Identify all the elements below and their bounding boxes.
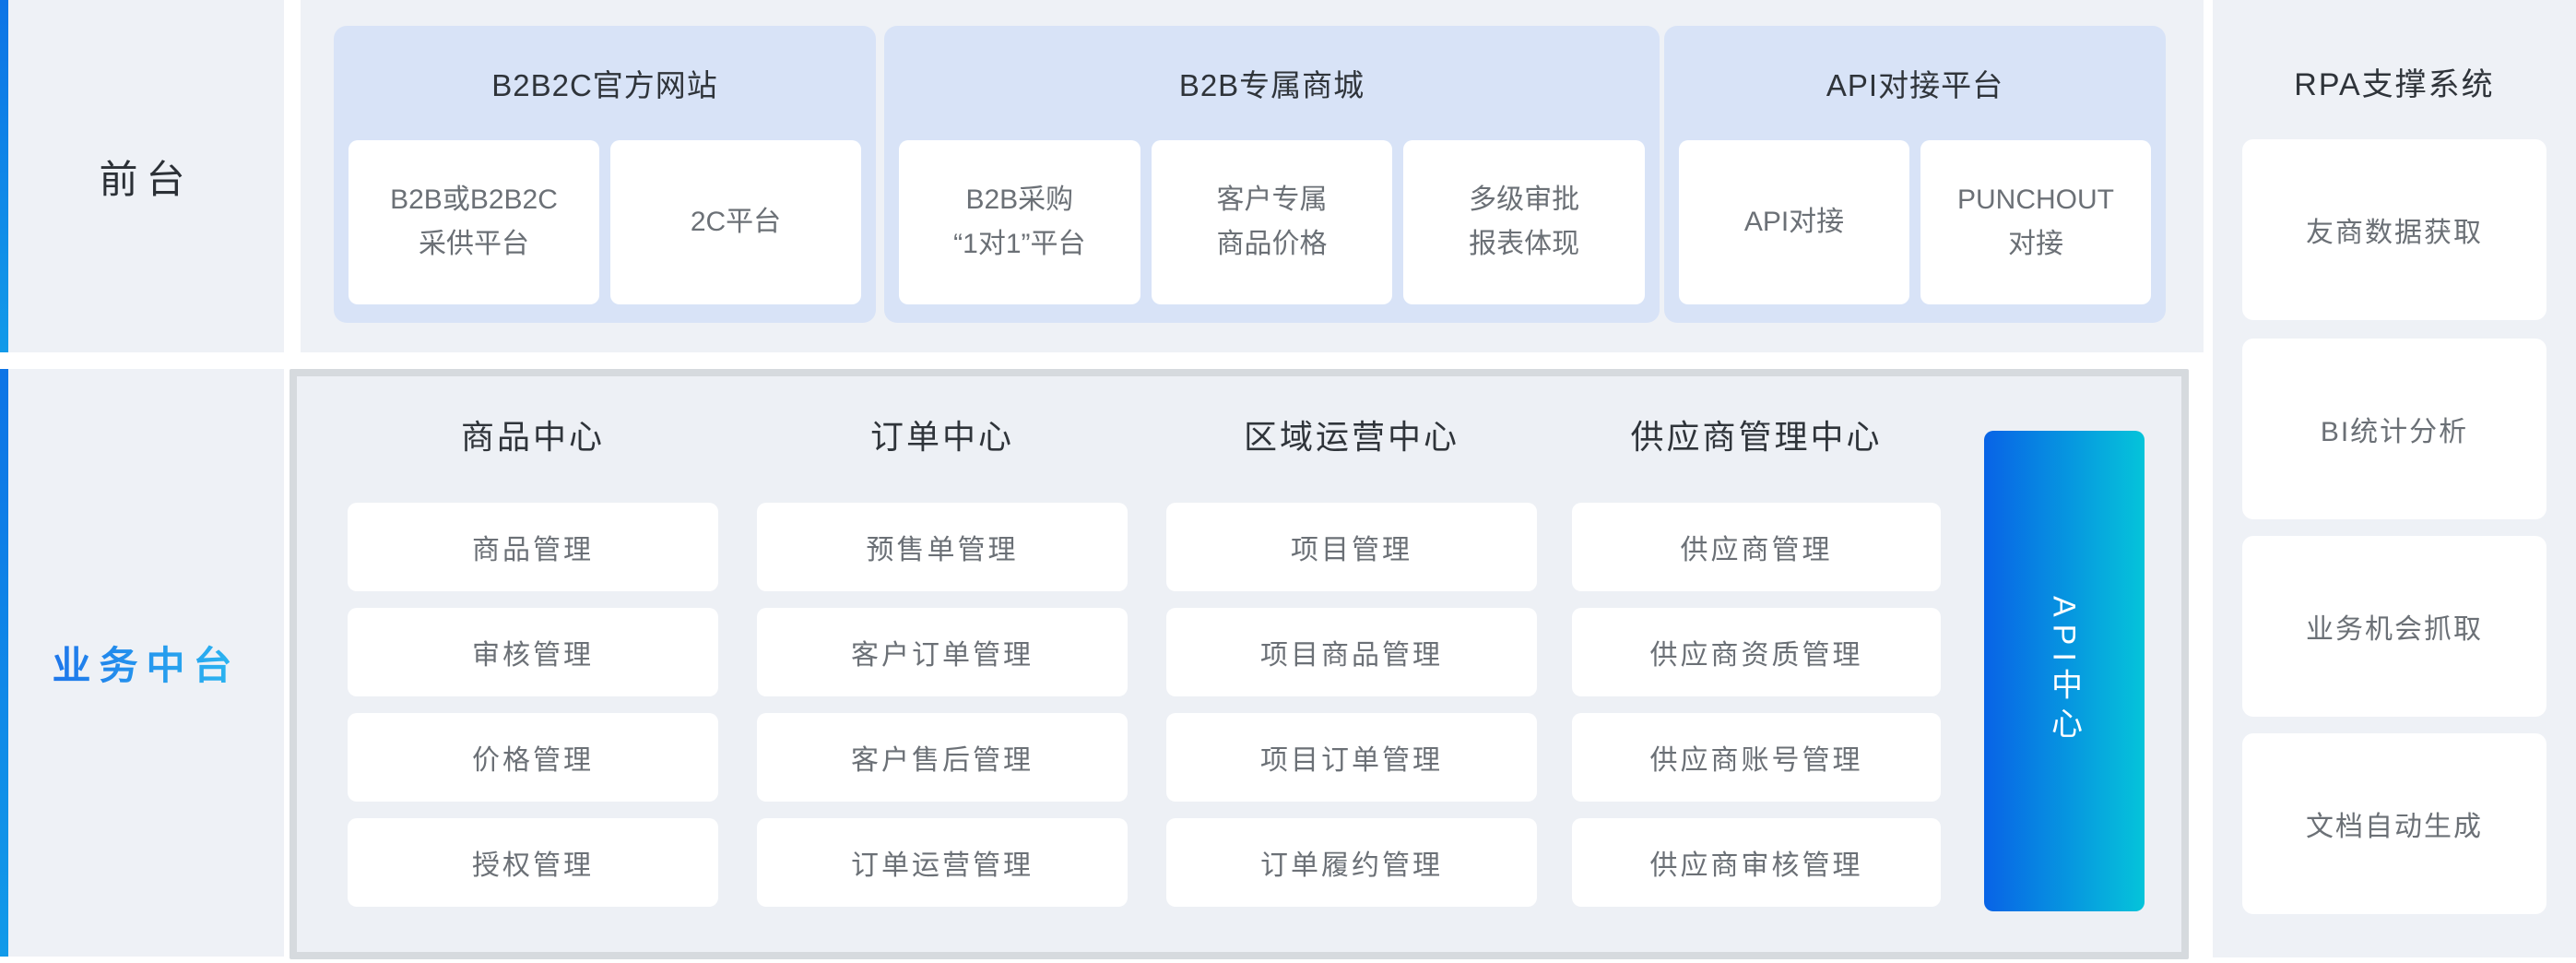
business-middle-rail-block: 业务中台 [0, 369, 284, 957]
section-title: API对接平台 [1826, 68, 2004, 102]
rpa-title: RPA支撑系统 [2294, 67, 2495, 102]
section-api-integration-platform: API对接平台 API对接 PUNCHOUT 对接 [1664, 26, 2166, 323]
column-supplier-management-center: 供应商管理中心 供应商管理 供应商资质管理 供应商账号管理 供应商审核管理 [1572, 376, 1941, 952]
business-middle-label: 业务中台 [8, 369, 284, 957]
column-order-center: 订单中心 预售单管理 客户订单管理 客户售后管理 订单运营管理 [757, 376, 1128, 952]
middle-card: 供应商审核管理 [1572, 818, 1941, 907]
front-item: PUNCHOUT 对接 [1920, 140, 2151, 304]
front-rail-accent-bar [0, 0, 8, 352]
column-title: 订单中心 [869, 418, 1014, 456]
front-item: B2B或B2B2C 采供平台 [349, 140, 599, 304]
section-items: B2B或B2B2C 采供平台 2C平台 [334, 140, 876, 304]
middle-card: 预售单管理 [757, 503, 1128, 591]
business-middle-area: 商品中心 商品管理 审核管理 价格管理 授权管理 订单中心 预售单管理 客户订单… [290, 369, 2189, 959]
middle-card: 供应商管理 [1572, 503, 1941, 591]
front-stage-area: B2B2C官方网站 B2B或B2B2C 采供平台 2C平台 B2B专属商城 B2… [301, 0, 2204, 352]
middle-card: 订单履约管理 [1166, 818, 1537, 907]
section-items: B2B采购 “1对1”平台 客户专属 商品价格 多级审批 报表体现 [884, 140, 1660, 304]
section-title: B2B2C官方网站 [491, 68, 718, 102]
section-b2b-exclusive-mall: B2B专属商城 B2B采购 “1对1”平台 客户专属 商品价格 多级审批 报表体… [884, 26, 1660, 323]
rpa-card: BI统计分析 [2242, 339, 2546, 519]
column-title: 区域运营中心 [1243, 418, 1459, 456]
middle-card: 项目商品管理 [1166, 608, 1537, 696]
front-stage-label: 前台 [99, 157, 194, 201]
column-product-center: 商品中心 商品管理 审核管理 价格管理 授权管理 [348, 376, 718, 952]
middle-rail-accent-bar [0, 369, 8, 957]
rpa-support-system-area: RPA支撑系统 友商数据获取 BI统计分析 业务机会抓取 文档自动生成 [2213, 0, 2576, 957]
middle-card: 客户售后管理 [757, 713, 1128, 802]
front-stage-rail-block: 前台 [0, 0, 284, 352]
column-title: 供应商管理中心 [1630, 418, 1883, 456]
section-title: B2B专属商城 [1178, 68, 1365, 102]
api-center-label: API中心 [2046, 596, 2082, 746]
front-item: 客户专属 商品价格 [1151, 140, 1393, 304]
front-item: B2B采购 “1对1”平台 [899, 140, 1140, 304]
section-items: API对接 PUNCHOUT 对接 [1664, 140, 2166, 304]
section-b2b2c-official-site: B2B2C官方网站 B2B或B2B2C 采供平台 2C平台 [334, 26, 876, 323]
middle-card: 授权管理 [348, 818, 718, 907]
column-regional-operation-center: 区域运营中心 项目管理 项目商品管理 项目订单管理 订单履约管理 [1166, 376, 1537, 952]
front-item: API对接 [1679, 140, 1909, 304]
rpa-card: 友商数据获取 [2242, 139, 2546, 320]
rpa-card: 业务机会抓取 [2242, 536, 2546, 717]
rpa-card: 文档自动生成 [2242, 733, 2546, 914]
middle-card: 项目管理 [1166, 503, 1537, 591]
column-title: 商品中心 [460, 418, 605, 456]
middle-card: 项目订单管理 [1166, 713, 1537, 802]
front-item: 2C平台 [610, 140, 861, 304]
middle-card: 商品管理 [348, 503, 718, 591]
middle-card: 订单运营管理 [757, 818, 1128, 907]
middle-card: 供应商资质管理 [1572, 608, 1941, 696]
middle-card: 客户订单管理 [757, 608, 1128, 696]
middle-card: 价格管理 [348, 713, 718, 802]
api-center-bar: API中心 [1984, 431, 2145, 911]
middle-card: 供应商账号管理 [1572, 713, 1941, 802]
middle-card: 审核管理 [348, 608, 718, 696]
front-item: 多级审批 报表体现 [1403, 140, 1646, 304]
